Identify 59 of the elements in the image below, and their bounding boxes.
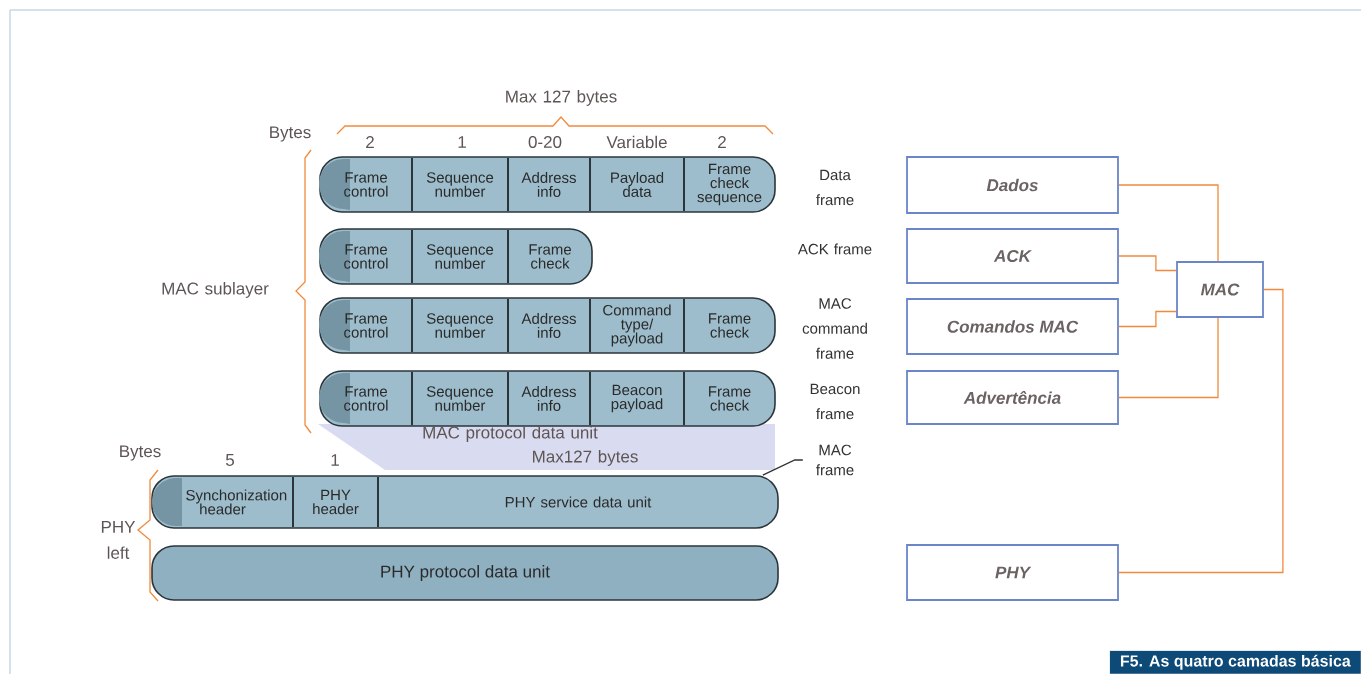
- frame-bar: [319, 156, 776, 213]
- layer-box: Advertência: [906, 370, 1119, 425]
- frame-field: Sequence number: [426, 172, 494, 197]
- frame-bar: PHY protocol data unit: [151, 545, 779, 601]
- frame-bar: [319, 297, 776, 354]
- frame-label: Data frame: [816, 169, 854, 206]
- frame-field: Frame check sequence: [697, 163, 762, 206]
- connector-line: [1118, 288, 1284, 574]
- connector-line: [1118, 184, 1219, 262]
- frame-field: Beacon payload: [611, 384, 663, 413]
- frame-label: MAC command frame: [802, 298, 867, 359]
- layer-box: ACK: [906, 228, 1119, 284]
- frame-field: Address info: [521, 386, 576, 411]
- frame-bar: [151, 475, 779, 529]
- frame-field: Frame check: [709, 386, 751, 411]
- axis-label: Bytes: [270, 126, 311, 142]
- connector-line: [1118, 310, 1177, 328]
- frame-label: ACK frame: [797, 243, 872, 255]
- unit-label: MAC protocol data unit: [423, 426, 598, 442]
- byte-count: 0-20: [528, 136, 562, 148]
- byte-count: 1: [331, 454, 339, 466]
- frame-field: Command type/ payload: [603, 304, 671, 347]
- frame-label: MAC frame: [816, 444, 854, 476]
- axis-label: Bytes: [120, 445, 161, 461]
- frame-field: Frame control: [344, 244, 388, 269]
- frame-field: Sequence number: [426, 386, 494, 411]
- frame-field: Sequence number: [426, 313, 494, 338]
- frame-field: Payload data: [611, 172, 664, 197]
- byte-count: 1: [458, 136, 466, 148]
- size-label: Max 127 bytes: [506, 90, 617, 106]
- frame-field: Frame control: [344, 172, 388, 197]
- byte-count: Variable: [606, 135, 667, 149]
- frame-field: Frame control: [344, 386, 388, 411]
- frame-field: Synchonization header: [186, 489, 287, 515]
- connector-line: [1118, 255, 1177, 272]
- layer-box: Dados: [906, 156, 1119, 214]
- frame-field: Address info: [521, 313, 576, 338]
- connector-line: [1118, 317, 1219, 399]
- layer-box: PHY: [906, 544, 1119, 601]
- frame-field: Frame control: [344, 313, 388, 338]
- layer-label: MAC sublayer: [162, 282, 269, 298]
- layer-box: MAC: [1176, 261, 1264, 318]
- caption-bar: F5. As quatro camadas básica: [1109, 650, 1361, 674]
- layer-label: PHY left: [101, 521, 136, 559]
- frame-field: Frame check: [709, 313, 751, 338]
- leader-line: [762, 459, 804, 476]
- byte-count: 5: [225, 454, 234, 466]
- byte-count: 2: [718, 136, 726, 148]
- frame-field: PHY header: [313, 489, 359, 515]
- frame-field: Sequence number: [426, 244, 494, 269]
- frame-bar: [319, 370, 776, 427]
- frame-field: Frame check: [529, 244, 571, 269]
- frame-field: PHY service data unit: [505, 496, 652, 508]
- frame-bar: [319, 228, 593, 285]
- byte-count: 2: [366, 136, 374, 148]
- layer-box: Comandos MAC: [906, 298, 1119, 355]
- size-label: Max127 bytes: [533, 450, 638, 466]
- frame-label: Beacon frame: [810, 383, 860, 420]
- frame-field: Address info: [521, 172, 576, 197]
